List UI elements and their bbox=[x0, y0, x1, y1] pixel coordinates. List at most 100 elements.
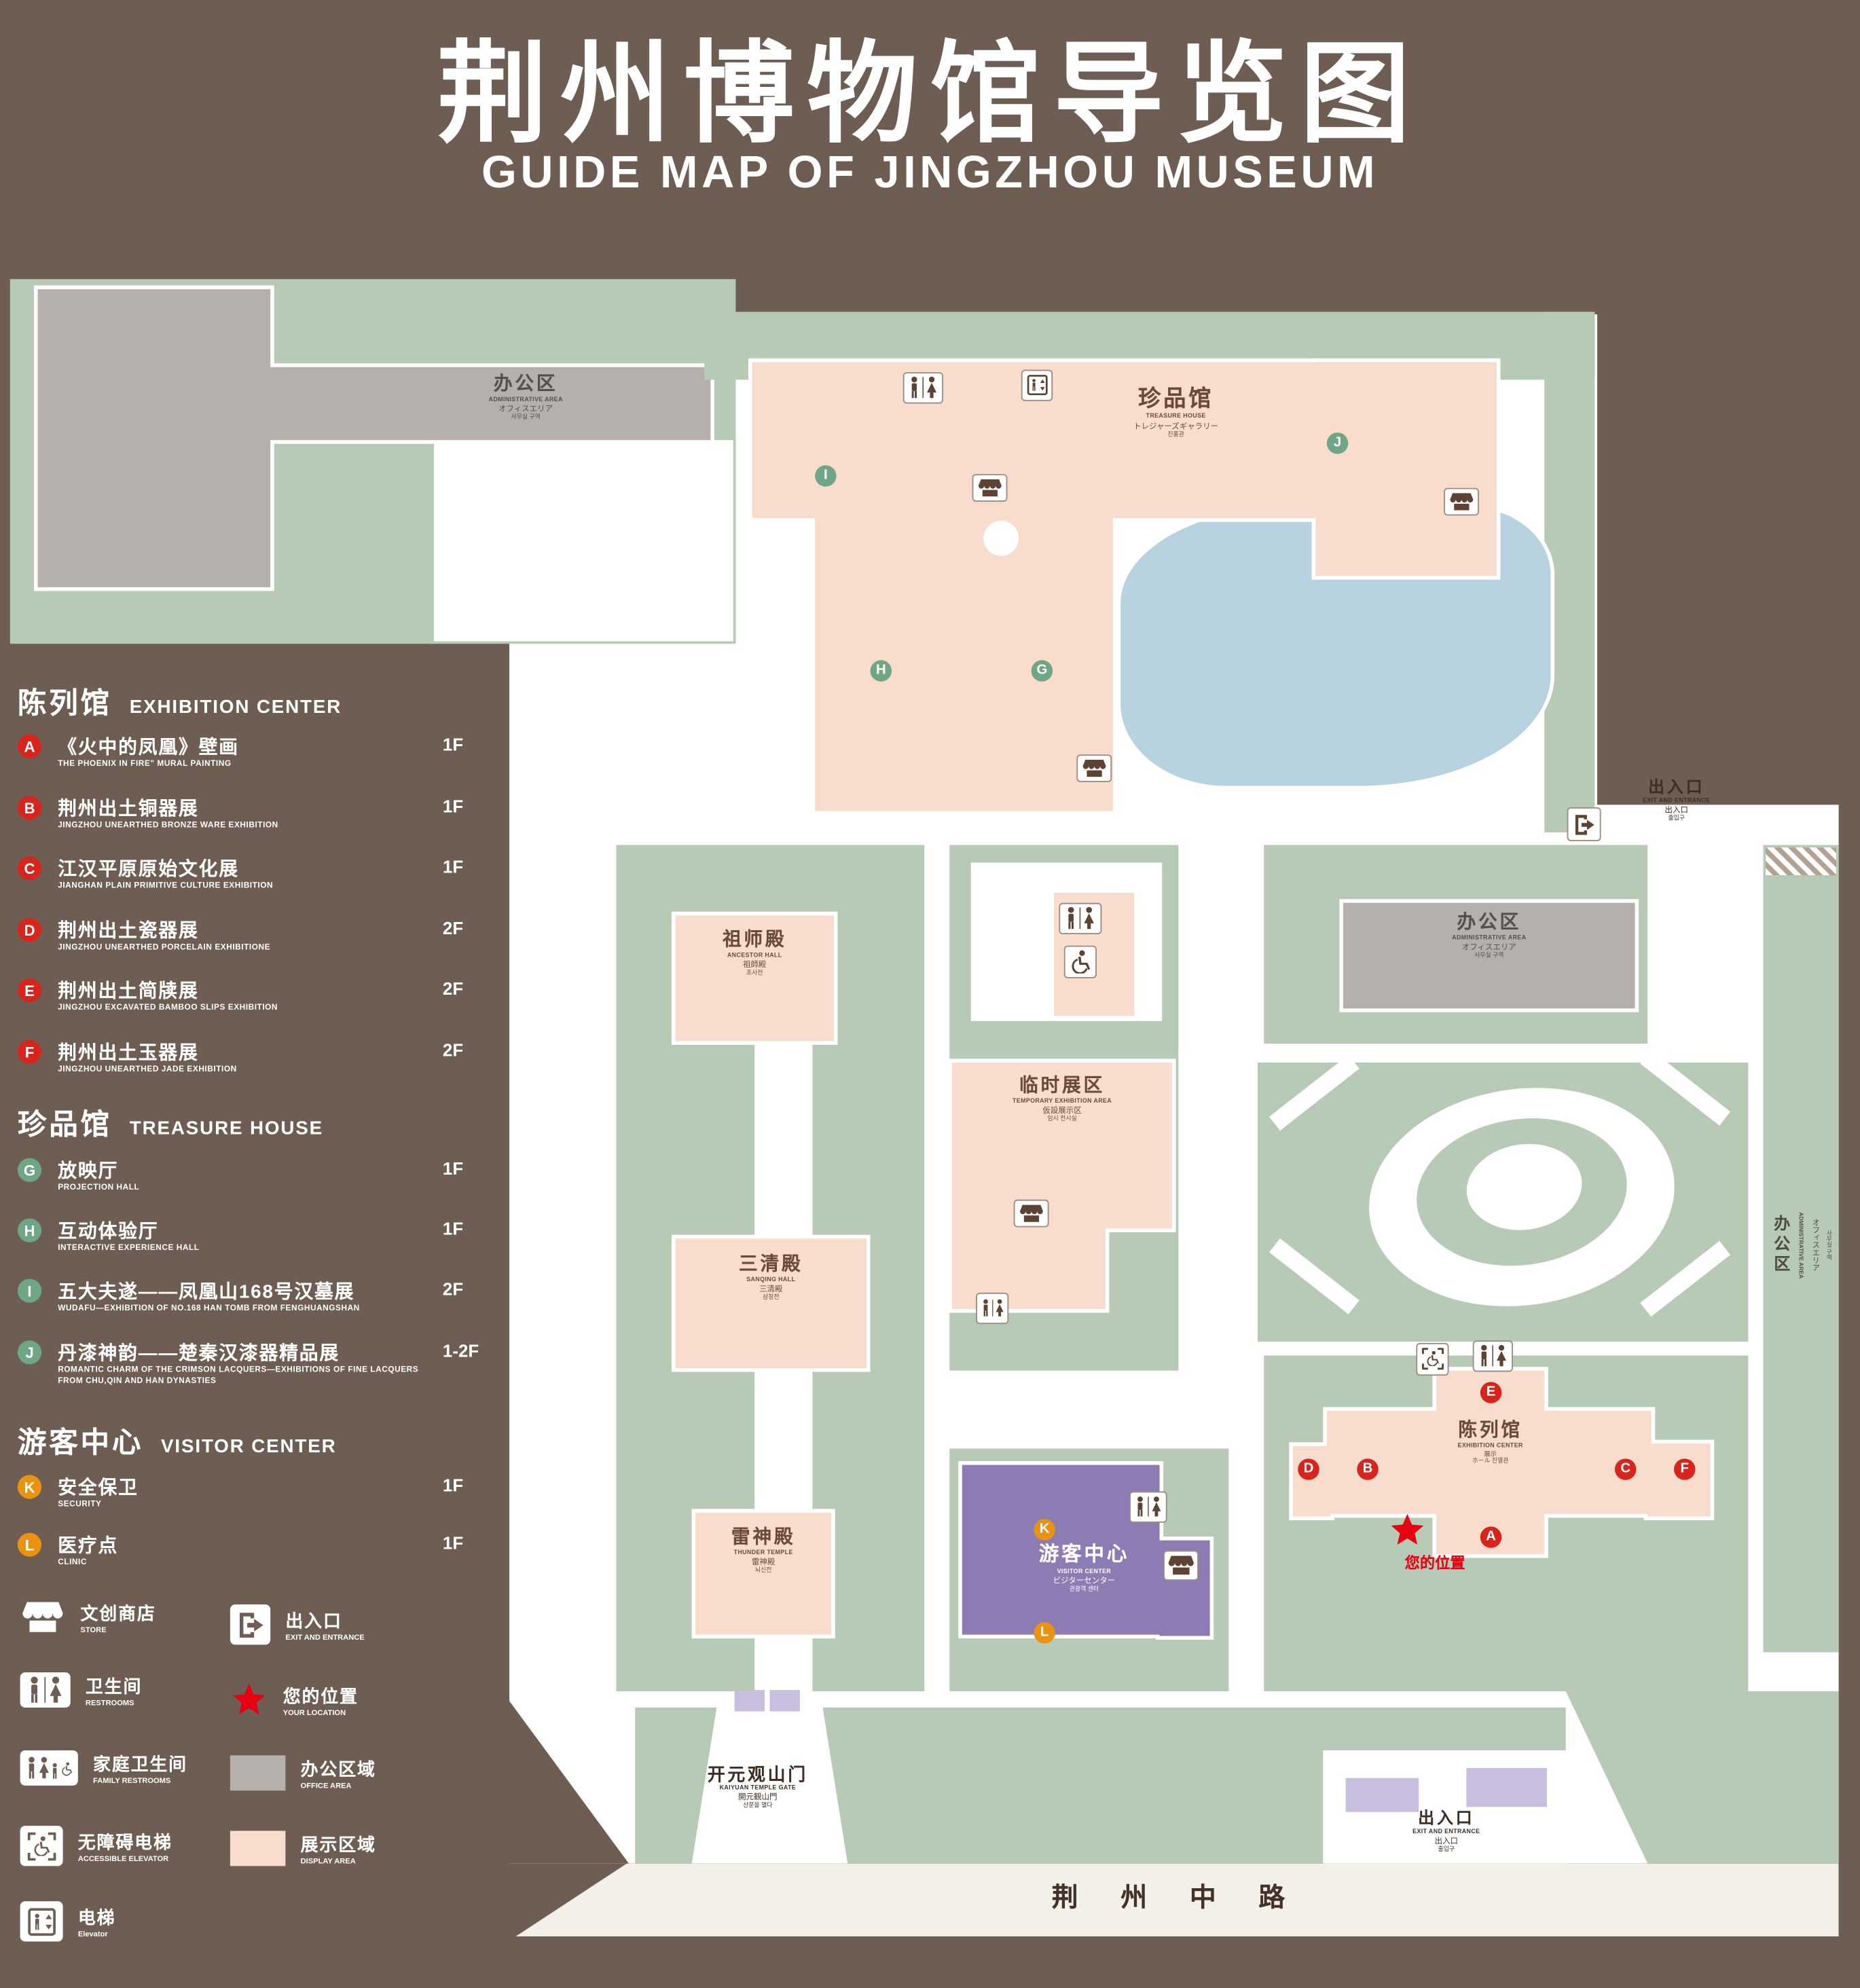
restrooms-icon bbox=[902, 372, 943, 404]
admin-east-zh: 办公区 bbox=[1457, 911, 1521, 934]
marker-e: E bbox=[17, 978, 42, 1003]
sanqing-en: SANQING HALL bbox=[746, 1276, 796, 1283]
map-marker-j: J bbox=[1326, 432, 1349, 454]
item-en: JINGZHOU EXCAVATED BAMBOO SLIPS EXHIBITI… bbox=[58, 1003, 278, 1012]
marker-b: B bbox=[17, 796, 42, 820]
legend-item-b: B 荆州出土铜器展 JINGZHOU UNEARTHED BRONZE WARE… bbox=[17, 794, 493, 832]
item-floor: 1-2F bbox=[442, 1340, 479, 1361]
symbol-en: OFFICE AREA bbox=[300, 1782, 352, 1790]
symbol-zh: 电梯 bbox=[77, 1907, 116, 1928]
exit-south-label: 出入口 EXIT AND ENTRANCE 出入口 출입구 bbox=[1373, 1808, 1519, 1855]
gate-opening bbox=[691, 1708, 848, 1864]
item-en: PROJECTION HALL bbox=[58, 1183, 140, 1192]
item-zh: 互动体验厅 bbox=[58, 1221, 159, 1242]
symbol-zh: 办公区域 bbox=[300, 1759, 376, 1779]
visitor-kr: 관광객 센터 bbox=[1069, 1587, 1099, 1594]
thunder-ja: 雷神殿 bbox=[751, 1558, 776, 1567]
admin-nw-building bbox=[260, 367, 711, 441]
ancestor-hall-building bbox=[671, 911, 838, 1046]
item-zh: 江汉平原原始文化展 bbox=[58, 858, 239, 881]
admin-strip-label: 办公区 ADMINISTRATIVE AREA オフィスエリア 사무실 구역 bbox=[1766, 1069, 1836, 1421]
exhibition-label: 陈列馆 EXHIBITION CENTER 展示 ホール 진열관 bbox=[1396, 1418, 1585, 1467]
page-title: 荆州博物馆导览图 bbox=[437, 31, 1423, 156]
exit-icon bbox=[230, 1604, 271, 1645]
map-marker-h: H bbox=[870, 660, 892, 682]
item-floor: 1F bbox=[442, 796, 464, 816]
exhibition-en: EXHIBITION CENTER bbox=[1457, 1443, 1523, 1450]
admin-east-kr: 사무실 구역 bbox=[1474, 953, 1504, 959]
treasure-house-ja: トレジャーズギャラリー bbox=[1133, 422, 1219, 431]
symbol-zh: 展示区域 bbox=[300, 1834, 376, 1854]
your-location-star-icon bbox=[230, 1681, 268, 1719]
exhibition-building bbox=[1647, 1443, 1711, 1517]
item-en: JINGZHOU UNEARTHED PORCELAIN EXHIBITIONE bbox=[58, 943, 271, 952]
store-icon bbox=[1444, 487, 1479, 516]
visitor-ja: ビジターセンター bbox=[1053, 1577, 1116, 1586]
item-floor: 2F bbox=[442, 1278, 464, 1300]
legend-item-h: H 互动体验厅 INTERACTIVE EXPERIENCE HALL 1F bbox=[17, 1217, 493, 1255]
symbol-zh: 无障碍电梯 bbox=[77, 1831, 172, 1852]
your-location-star-icon bbox=[1389, 1511, 1427, 1549]
map-marker-g: G bbox=[1031, 660, 1053, 682]
exit-south-platform bbox=[1466, 1767, 1547, 1807]
exit-south-kr: 출입구 bbox=[1438, 1847, 1455, 1854]
exit-ne-ja: 出入口 bbox=[1664, 806, 1688, 815]
item-floor: 1F bbox=[442, 734, 464, 755]
courtyard-northwest bbox=[433, 440, 733, 642]
map-marker-f: F bbox=[1674, 1458, 1696, 1480]
admin-nw-en: ADMINISTRATIVE AREA bbox=[488, 397, 563, 403]
admin-east-building bbox=[1339, 899, 1639, 1012]
map-marker-d: D bbox=[1298, 1458, 1319, 1480]
gate-en: KAIYUAN TEMPLE GATE bbox=[719, 1786, 797, 1792]
treasure-house-en: TREASURE HOUSE bbox=[1146, 414, 1206, 421]
visitor-zh: 游客中心 bbox=[1038, 1544, 1130, 1566]
treasure-house-kr: 진품관 bbox=[1167, 432, 1184, 439]
item-zh: 荆州出土铜器展 bbox=[58, 798, 199, 820]
item-en: CLINIC bbox=[58, 1558, 87, 1567]
exit-ne-zh: 出入口 bbox=[1648, 777, 1705, 796]
item-floor: 2F bbox=[442, 978, 464, 999]
visitor-center-label: 游客中心 VISITOR CENTER ビジターセンター 관광객 센터 bbox=[996, 1543, 1172, 1595]
legend-section-exhibition-header: 陈列馆 EXHIBITION CENTER bbox=[18, 679, 342, 722]
legend-item-e: E 荆州出土简牍展 JINGZHOU EXCAVATED BAMBOO SLIP… bbox=[17, 977, 493, 1014]
exit-south-ja: 出入口 bbox=[1434, 1837, 1458, 1846]
item-en: THE PHOENIX IN FIRE" MURAL PAINTING bbox=[58, 759, 232, 769]
item-zh: 《火中的凤凰》壁画 bbox=[58, 737, 239, 758]
elevator-icon bbox=[20, 1901, 63, 1942]
item-en: INTERACTIVE EXPERIENCE HALL bbox=[58, 1243, 200, 1253]
restrooms-icon bbox=[20, 1672, 71, 1708]
exhibition-kr: ホール 진열관 bbox=[1472, 1458, 1509, 1466]
accessible-elevator-icon bbox=[20, 1826, 63, 1866]
symbol-zh: 出入口 bbox=[285, 1610, 342, 1631]
marker-g: G bbox=[17, 1158, 42, 1182]
symbol-en: RESTROOMS bbox=[85, 1699, 134, 1708]
symbol-zh: 家庭卫生间 bbox=[93, 1753, 187, 1774]
store-icon bbox=[972, 474, 1008, 502]
item-en: WUDAFU—EXHIBITION OF NO.168 HAN TOMB FRO… bbox=[58, 1304, 360, 1313]
map-marker-c: C bbox=[1614, 1458, 1637, 1480]
item-floor: 1F bbox=[442, 1158, 464, 1179]
sanqing-hall-label: 三清殿 SANQING HALL 三清殿 삼청전 bbox=[689, 1253, 853, 1303]
item-en: SECURITY bbox=[58, 1500, 102, 1509]
exit-south-platform bbox=[1345, 1778, 1419, 1812]
sanqing-zh: 三清殿 bbox=[739, 1253, 803, 1275]
elevator-icon bbox=[1021, 369, 1053, 401]
marker-f: F bbox=[17, 1039, 42, 1064]
marker-l: L bbox=[17, 1532, 42, 1557]
temporary-en: TEMPORARY EXHIBITION AREA bbox=[1012, 1098, 1112, 1105]
legend-item-l: L 医疗点 CLINIC 1F bbox=[17, 1532, 493, 1569]
temporary-zh: 临时展区 bbox=[1019, 1075, 1105, 1097]
treasure-house-zh: 珍品馆 bbox=[1138, 386, 1214, 411]
exhibition-building bbox=[1292, 1446, 1331, 1517]
exhibition-ja: 展示 bbox=[1484, 1450, 1497, 1458]
admin-strip-kr: 사무실 구역 bbox=[1827, 1229, 1834, 1260]
admin-nw-kr: 사무실 구역 bbox=[511, 414, 541, 422]
gate-kr: 산문을 열다 bbox=[743, 1803, 773, 1810]
thunder-temple-building bbox=[691, 1509, 835, 1639]
item-en: ROMANTIC CHARM OF THE CRIMSON LACQUERS—E… bbox=[58, 1365, 419, 1386]
item-zh: 安全保卫 bbox=[58, 1477, 139, 1499]
admin-strip-ja: オフィスエリア bbox=[1810, 1218, 1819, 1272]
